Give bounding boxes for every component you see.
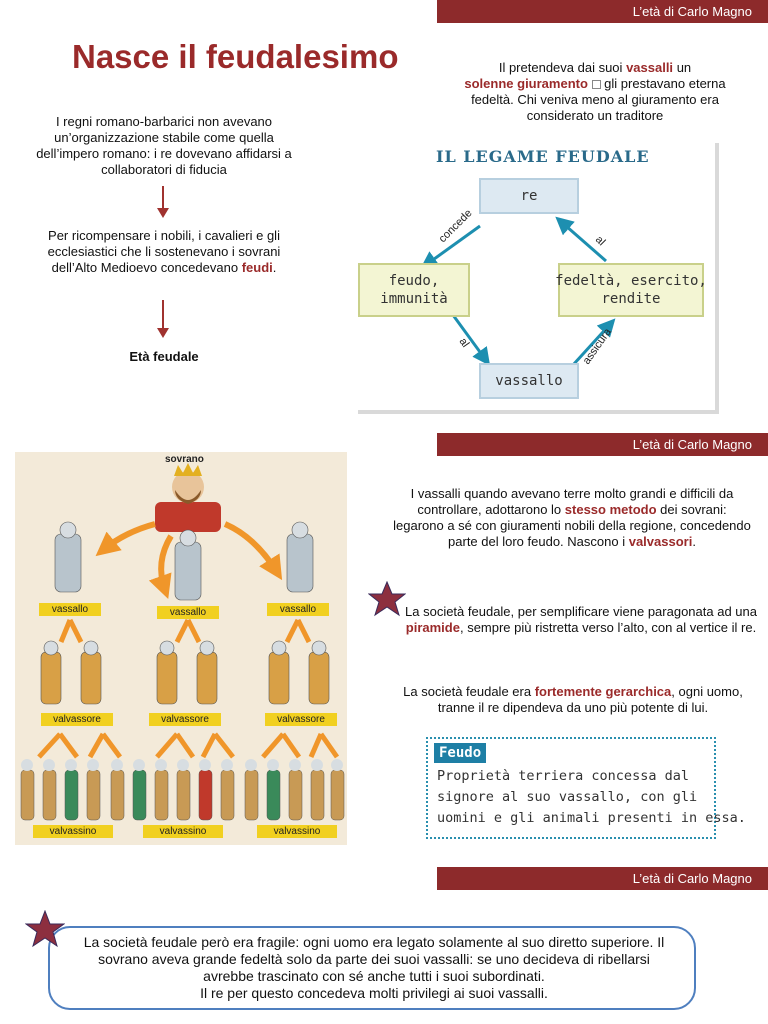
valvassori-paragraph: I vassalli quando avevano terre molto gr… — [393, 486, 751, 549]
header-band-2: L’età di Carlo Magno — [437, 433, 768, 456]
header-band-3: L’età di Carlo Magno — [437, 867, 768, 890]
arrow-al-top — [555, 216, 607, 263]
label-valvassore-2: valvassore — [149, 713, 221, 726]
label-valvassino-3: valvassino — [257, 825, 337, 838]
pyramid-paragraph: La società feudale, per semplificare vie… — [405, 604, 757, 635]
diagram-canvas: concede al al assicura — [420, 207, 616, 367]
feudal-bond-diagram: concede al al assicura IL LEGAME FEUDALE… — [358, 143, 719, 414]
feudal-age-label: Età feudale — [129, 349, 199, 364]
reward-paragraph: Per ricompensare i nobili, i cavalieri e… — [47, 228, 281, 275]
box-re: re — [479, 178, 579, 214]
label-valvassino-1: valvassino — [33, 825, 113, 838]
box-fedelta: fedeltà, esercito, rendite — [555, 263, 707, 317]
star-icon-2 — [25, 910, 65, 948]
label-assicura: assicura — [581, 326, 615, 367]
label-vassallo-1: vassallo — [39, 603, 101, 616]
label-al-top: al — [593, 234, 608, 249]
down-arrow-1 — [157, 186, 169, 218]
fragility-box: La società feudale però era fragile: ogn… — [48, 926, 696, 1010]
label-sovrano: sovrano — [165, 454, 204, 465]
feudal-pyramid-illustration: sovrano vassallo vassallo vassallo valva… — [15, 452, 347, 845]
box-feudo: feudo, immunità — [358, 263, 470, 317]
box-vassallo: vassallo — [479, 363, 579, 399]
king-figure — [155, 463, 221, 532]
page-title: Nasce il feudalesimo — [72, 38, 399, 75]
arrow-concede — [420, 224, 481, 270]
feudo-definition-box: Feudo Proprietà terriera concessa dal si… — [426, 737, 746, 839]
feudo-definition: Proprietà terriera concessa dal signore … — [437, 768, 746, 826]
fragility-paragraph: La società feudale però era fragile: ogn… — [83, 934, 665, 1001]
label-valvassino-2: valvassino — [143, 825, 223, 838]
pyramid-canvas — [20, 463, 345, 821]
hierarchy-paragraph: La società feudale era fortemente gerarc… — [403, 684, 743, 715]
label-valvassore-1: valvassore — [41, 713, 113, 726]
label-vassallo-3: vassallo — [267, 603, 329, 616]
arrow-assicura — [571, 318, 616, 367]
feudo-tag: Feudo — [434, 743, 487, 763]
intro-paragraph: I regni romano-barbarici non avevano un’… — [36, 114, 292, 177]
header-band: L’età di Carlo Magno — [437, 0, 768, 23]
label-valvassore-3: valvassore — [265, 713, 337, 726]
label-vassallo-2: vassallo — [157, 606, 219, 619]
down-arrow-2 — [157, 300, 169, 338]
label-concede: concede — [437, 207, 475, 245]
star-icon — [368, 581, 406, 617]
diagram-title: IL LEGAME FEUDALE — [436, 147, 650, 166]
oath-paragraph: Il pretendeva dai suoi vassalli un solen… — [464, 60, 726, 123]
arrow-al-bottom — [451, 314, 491, 366]
